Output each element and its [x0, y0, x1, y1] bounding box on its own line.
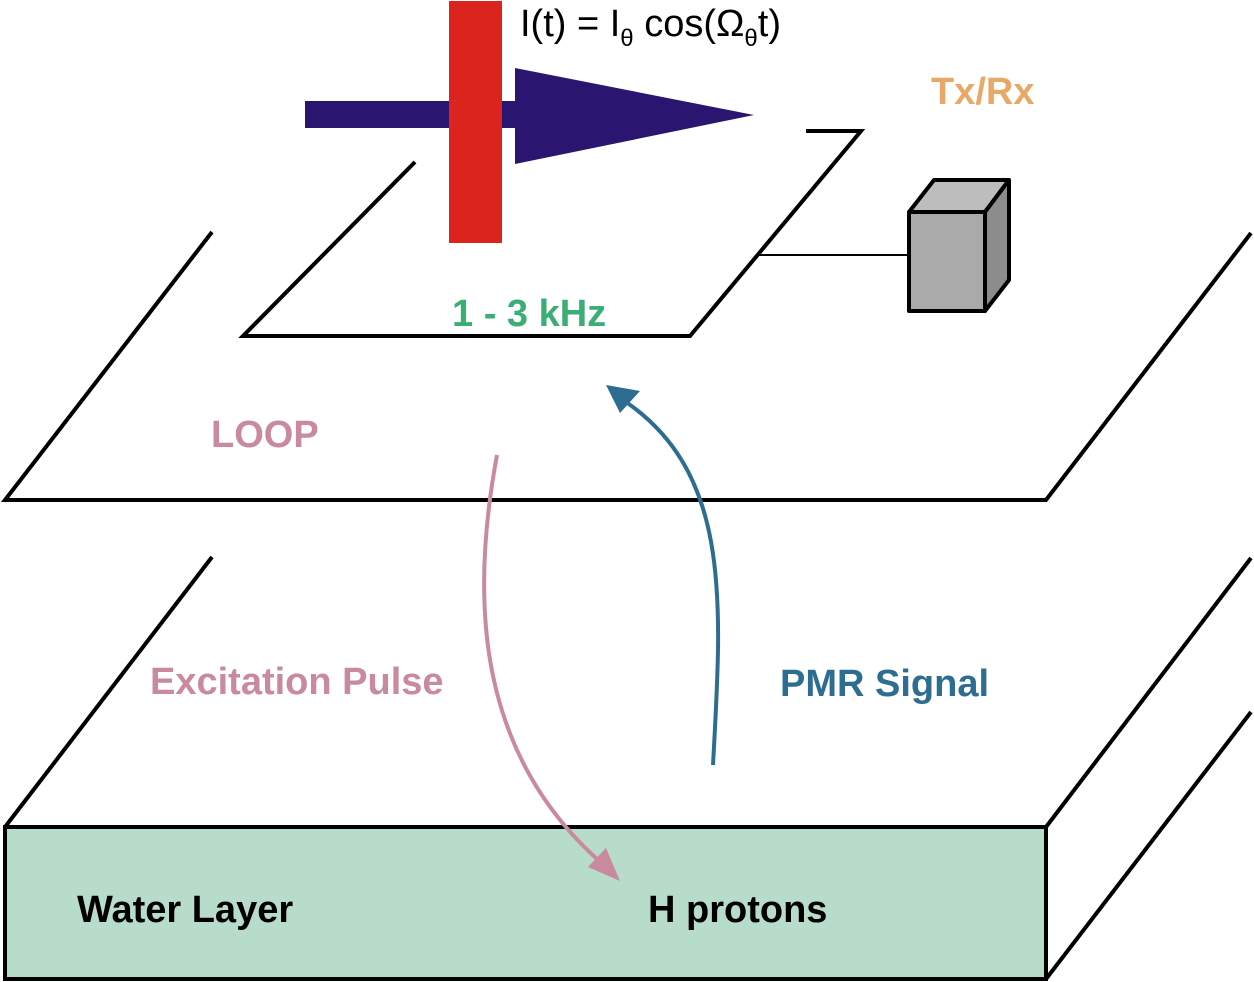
frequency-label: 1 - 3 kHz	[452, 293, 606, 335]
pmr-label: PMR Signal	[780, 663, 989, 705]
excitation-label: Excitation Pulse	[150, 661, 444, 703]
loop-antenna	[238, 129, 866, 338]
current-arrow	[305, 68, 754, 164]
excitation-arrowhead	[588, 848, 620, 881]
current-formula: I(t) = Iθ cos(Ωθt)	[520, 3, 781, 52]
h-protons-label: H protons	[648, 889, 827, 931]
formula-sub2: θ	[744, 25, 757, 52]
formula-prefix: I(t) = I	[520, 3, 620, 45]
transceiver-box-icon	[907, 178, 1011, 313]
txrx-label: Tx/Rx	[931, 71, 1034, 113]
formula-mid: cos(Ω	[634, 3, 745, 45]
excitation-arrow	[482, 454, 614, 874]
pmr-arrow	[618, 396, 721, 766]
pmr-arrowhead	[606, 385, 640, 413]
water-layer-box	[3, 555, 1253, 981]
current-bar	[449, 1, 502, 243]
formula-sub1: θ	[620, 25, 633, 52]
formula-suffix: t)	[758, 3, 781, 45]
ground-plane	[0, 230, 1253, 502]
water-layer-label: Water Layer	[77, 889, 293, 931]
loop-label: LOOP	[211, 414, 319, 456]
